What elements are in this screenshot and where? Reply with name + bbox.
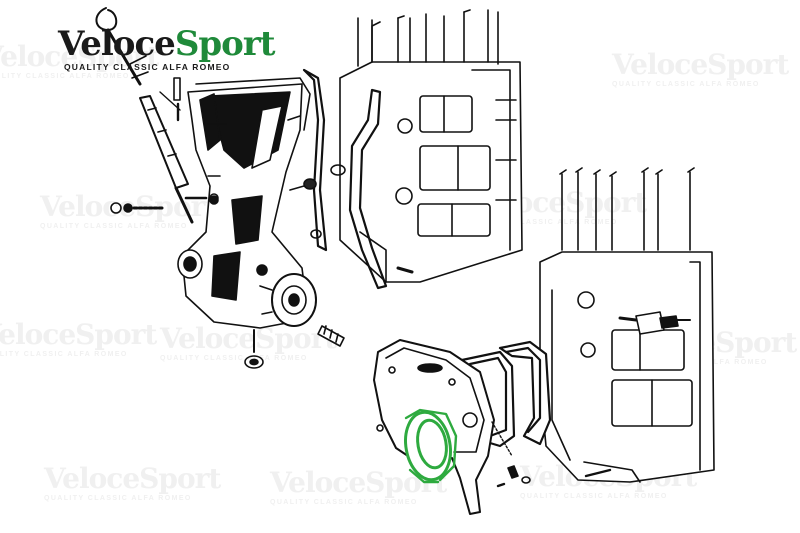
- engine-block-upper: [339, 9, 523, 283]
- logo-brand-veloce: Veloce: [58, 24, 176, 64]
- rear-crankshaft-oil-seal: [404, 408, 458, 484]
- bolt: [110, 77, 219, 214]
- engine-block-lower: [539, 167, 715, 483]
- dowel: [303, 164, 414, 274]
- dipstick: [95, 7, 194, 224]
- stud: [317, 325, 345, 347]
- logo-brand-sport: Sport: [174, 24, 276, 64]
- drain-washer: [244, 329, 264, 369]
- timing-cover-gasket-upper: [302, 68, 388, 290]
- veloce-sport-logo: VeloceSport QUALITY CLASSIC ALFA ROMEO: [58, 24, 275, 78]
- bolt: [491, 421, 612, 488]
- oil-pressure-sender: [618, 311, 691, 335]
- water-pump-pulley: [259, 273, 317, 327]
- timing-cover: [177, 77, 311, 329]
- logo-tagline: QUALITY CLASSIC ALFA ROMEO: [64, 62, 231, 72]
